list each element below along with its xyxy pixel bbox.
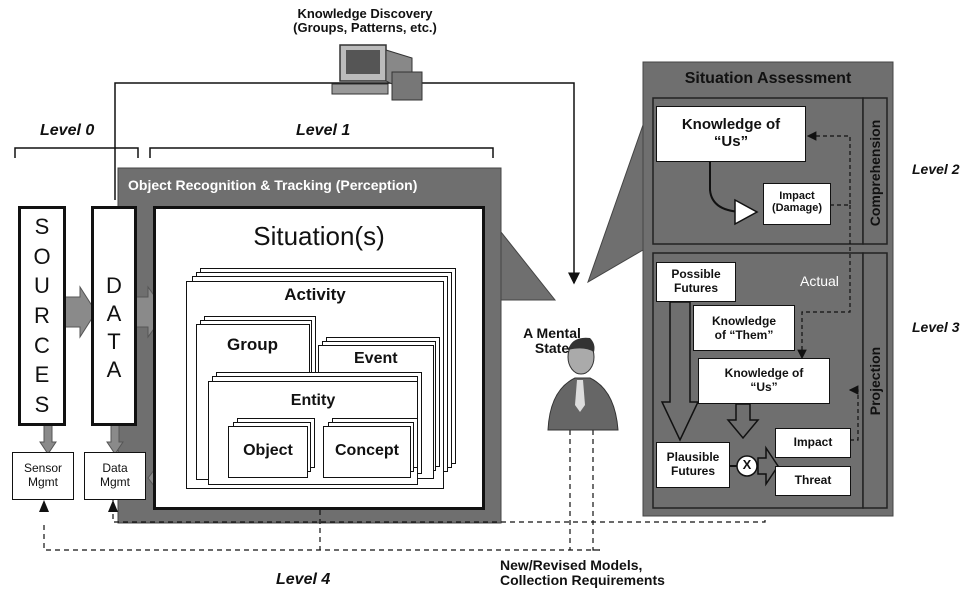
situation-assessment-title: Situation Assessment	[684, 70, 852, 87]
level4-label: Level 4	[276, 571, 331, 588]
sources-column	[18, 206, 66, 426]
actual-label: Actual	[800, 273, 839, 289]
concept-box	[323, 426, 411, 478]
discovery-loop-line	[114, 82, 580, 285]
knowledge-of-us-projection-box: Knowledge of “Us”	[698, 358, 830, 404]
mental-state-label: A Mental State	[506, 325, 598, 357]
impact-damage-box: Impact (Damage)	[763, 183, 831, 225]
threat-box: Threat	[775, 466, 851, 496]
knowledge-of-us-line2: “Us”	[713, 133, 749, 150]
x-to-outcomes-arrow	[757, 445, 779, 487]
level0-label: Level 0	[40, 122, 95, 139]
x-circle	[736, 455, 758, 477]
data-column	[91, 206, 137, 426]
bottom-note-line1: New/Revised Models,	[500, 557, 643, 573]
perception-title: Object Recognition & Tracking (Perceptio…	[128, 177, 418, 193]
knowledge-of-us2-line1: Knowledge of	[724, 366, 804, 380]
assessment-callout	[587, 124, 644, 284]
comprehension-label: Comprehension	[867, 119, 883, 227]
sources-letter: S	[34, 392, 50, 418]
sensor-mgmt-line2: Mgmt	[28, 475, 58, 489]
sources-letter: O	[33, 243, 51, 269]
data-mgmt-line2: Mgmt	[100, 475, 130, 489]
knowledge-of-them-line2: of “Them”	[714, 328, 774, 342]
object-label: Object	[243, 442, 293, 459]
comprehension-label-strip	[862, 97, 888, 245]
knowledge-of-us2-line2: “Us”	[750, 380, 778, 394]
knowledge-discovery-title: Knowledge Discovery (Groups, Patterns, e…	[270, 6, 460, 36]
sources-letter: U	[34, 273, 50, 299]
bottom-note-line2: Collection Requirements	[500, 572, 665, 589]
data-letter: T	[107, 329, 121, 354]
entity-label: Entity	[290, 392, 336, 409]
sensor-mgmt-line1: Sensor	[23, 461, 63, 475]
object-box	[228, 426, 308, 478]
knowledge-to-impact-head	[734, 198, 759, 226]
level4-dashed-left	[43, 525, 600, 551]
mental-state-line1: A Mental	[523, 325, 581, 341]
data-letter: A	[106, 357, 122, 382]
level1-label: Level 1	[296, 122, 351, 139]
knowledge-discovery-line2: (Groups, Patterns, etc.)	[293, 20, 437, 36]
impact-label: Impact	[793, 435, 833, 449]
plausible-futures-line2: Futures	[670, 464, 715, 478]
level0-bracket	[14, 147, 139, 158]
concept-label: Concept	[335, 442, 399, 459]
person-icon	[547, 337, 619, 431]
knowledge-of-us-line1: Knowledge of	[681, 116, 781, 133]
impact-box: Impact	[775, 428, 851, 458]
data-letter: A	[106, 301, 122, 326]
situations-title: Situation(s)	[253, 221, 385, 251]
sources-letter: S	[34, 213, 50, 239]
impact-damage-line2: (Damage)	[771, 202, 823, 214]
actual-dashed-line	[797, 205, 851, 360]
possible-futures-box: Possible Futures	[656, 262, 736, 302]
sensor-feedback-head	[39, 500, 49, 512]
group-label: Group	[227, 335, 278, 354]
perception-callout	[500, 230, 557, 301]
possible-futures-line2: Futures	[673, 281, 718, 295]
data-mgmt-box: Data Mgmt	[84, 452, 146, 500]
sensor-mgmt-box: Sensor Mgmt	[12, 452, 74, 500]
knowledge-of-them-line1: Knowledge	[711, 314, 776, 328]
mental-dashed-right	[592, 430, 600, 551]
impact-dashed-feedback	[848, 385, 859, 441]
possible-futures-line1: Possible	[671, 267, 721, 281]
projection-label: Projection	[867, 346, 883, 416]
bottom-note: New/Revised Models, Collection Requireme…	[500, 557, 665, 589]
data-letter: D	[106, 273, 122, 298]
threat-label: Threat	[794, 473, 832, 487]
plausible-futures-line1: Plausible	[666, 450, 720, 464]
x-symbol: X	[742, 457, 752, 472]
mental-state-line2: State	[534, 340, 570, 357]
impact-damage-line1: Impact	[779, 190, 815, 202]
sources-letter: E	[34, 362, 50, 388]
impact-dashed-loop	[806, 131, 851, 206]
activity-label: Activity	[284, 285, 346, 304]
knowledge-discovery-line1: Knowledge Discovery	[297, 6, 433, 21]
sources-letter: R	[34, 302, 50, 328]
projection-label-strip	[862, 252, 888, 509]
event-label: Event	[354, 350, 398, 367]
data-feedback-head	[108, 500, 118, 512]
plausible-futures-box: Plausible Futures	[656, 442, 730, 488]
level3-label: Level 3	[912, 319, 960, 335]
knowledge-of-them-box: Knowledge of “Them”	[693, 305, 795, 351]
possible-to-plausible-arrow	[660, 301, 700, 442]
sources-letter: C	[34, 332, 50, 358]
knowledge-us-down-arrow	[726, 403, 760, 440]
sources-letters: S O U R C E S	[18, 212, 66, 420]
data-letters: D A T A	[91, 272, 137, 384]
data-mgmt-line1: Data	[102, 461, 128, 475]
computer-icon	[331, 44, 423, 101]
level1-bracket	[149, 147, 494, 158]
level2-label: Level 2	[912, 161, 960, 177]
knowledge-of-us-box: Knowledge of “Us”	[656, 106, 806, 162]
